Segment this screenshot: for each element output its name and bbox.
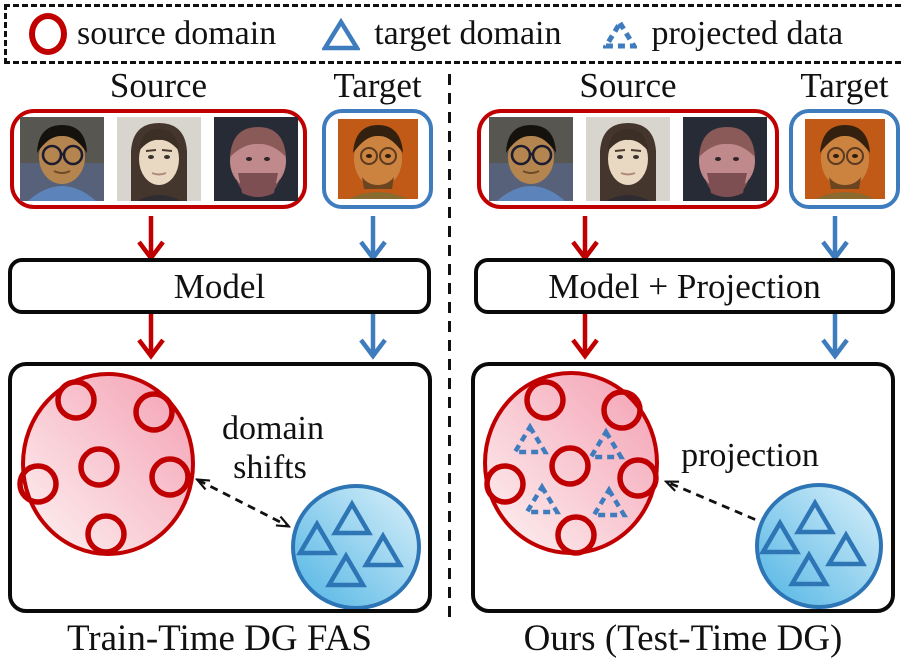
model-to-feature-arrow-red: [137, 314, 165, 360]
source-face-photo-2: [116, 117, 201, 201]
source-sample-circles: [484, 379, 659, 556]
target-column-label: Target: [333, 66, 422, 105]
target-column-label-right: Target: [800, 66, 889, 105]
domain-shifts-label-line2: shifts: [233, 449, 307, 486]
source-face-photo-3: [213, 117, 298, 201]
target-photo-group: [322, 109, 433, 209]
target-cluster: [291, 484, 421, 609]
feature-space-box: domain shifts: [8, 362, 432, 613]
source-column-label-right: Source: [579, 66, 677, 105]
target-face-photo: [804, 119, 885, 199]
source-cluster: [17, 372, 195, 556]
model-to-feature-arrow-blue: [359, 314, 387, 360]
target-sample-triangles: [759, 498, 867, 587]
model-to-feature-arrow-red-right: [571, 314, 599, 360]
projection-arrow: [667, 482, 769, 527]
model-label: Model: [173, 266, 266, 306]
target-to-model-arrow: [359, 216, 387, 262]
target-to-model-arrow-right: [821, 216, 849, 262]
panel-divider: [448, 74, 451, 622]
projected-sample-triangles: [511, 422, 628, 518]
source-photos-group-right: [477, 109, 779, 209]
feature-space-box-right: projection: [471, 362, 895, 613]
target-cluster: [755, 483, 883, 609]
model-box: Model: [8, 258, 431, 314]
legend: source domain target domain projected da…: [4, 4, 903, 64]
domain-shifts-label-line1: domain: [222, 410, 324, 447]
target-face-photo: [337, 119, 418, 199]
target-sample-triangles: [296, 499, 404, 588]
left-panel-caption: Train-Time DG FAS: [67, 618, 372, 659]
target-photo-group-right: [789, 109, 900, 209]
source-to-model-arrow-right: [571, 216, 599, 262]
legend-source-label: source domain: [77, 15, 277, 52]
model-projection-box: Model + Projection: [474, 258, 895, 314]
source-face-photo-1: [19, 117, 104, 201]
source-face-photo-1: [489, 117, 573, 201]
source-domain-icon: [29, 13, 67, 55]
model-projection-label: Model + Projection: [548, 266, 821, 306]
legend-target-label: target domain: [374, 15, 562, 52]
source-face-photo-2: [586, 117, 670, 201]
projection-label: projection: [681, 437, 819, 474]
source-face-photo-3: [683, 117, 767, 201]
source-cluster-with-projection: [483, 371, 659, 556]
legend-projected-label: projected data: [651, 15, 844, 52]
target-domain-icon: [322, 17, 361, 50]
domain-shift-arrow: [198, 480, 288, 526]
projected-data-icon: [603, 19, 638, 49]
source-column-label: Source: [109, 66, 208, 105]
right-panel-caption: Ours (Test-Time DG): [523, 618, 843, 659]
source-to-model-arrow: [137, 216, 165, 262]
source-sample-circles: [17, 379, 191, 555]
source-photos-group: [10, 109, 307, 209]
model-to-feature-arrow-blue-right: [821, 314, 849, 360]
